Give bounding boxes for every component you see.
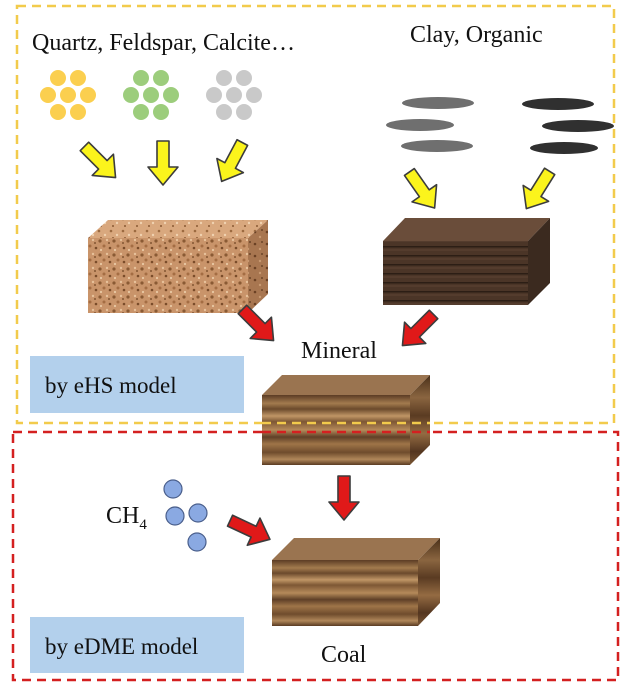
coal-block — [272, 538, 440, 626]
sandstone-block — [88, 220, 268, 313]
arrow-mineral-to-coal — [328, 475, 360, 521]
red-arrows — [226, 304, 439, 547]
yellow-arrows — [79, 138, 556, 210]
methane-molecules — [163, 479, 208, 552]
edme-model-label: by eDME model — [45, 634, 198, 659]
ch4-label: CH4 — [106, 503, 147, 533]
organic-block — [383, 218, 550, 305]
mineral-block — [262, 375, 430, 465]
ehs-model-label: by eHS model — [45, 373, 177, 398]
quartz-particles — [40, 70, 96, 120]
ehs-model-box: by eHS model — [30, 356, 244, 413]
coal-label: Coal — [321, 642, 367, 668]
arrow-feldspar-to-sand — [147, 140, 179, 186]
arrow-organic-to-organic-block — [522, 167, 556, 210]
arrow-quartz-to-sand — [79, 141, 117, 179]
feldspar-particles — [123, 70, 179, 120]
edme-model-box: by eDME model — [30, 617, 244, 673]
arrow-organic-to-mineral — [401, 309, 439, 347]
clay-flakes — [386, 97, 474, 152]
mineral-label: Mineral — [301, 338, 377, 364]
organic-flakes — [522, 98, 614, 154]
arrow-methane-to-coal — [226, 514, 271, 547]
minerals-label: Quartz, Feldspar, Calcite… — [32, 30, 295, 56]
arrow-sand-to-mineral — [237, 304, 275, 342]
arrow-clay-to-organic-block — [403, 167, 438, 209]
arrow-calcite-to-sand — [216, 138, 249, 183]
clay-organic-label: Clay, Organic — [410, 22, 543, 48]
calcite-particles — [206, 70, 262, 120]
